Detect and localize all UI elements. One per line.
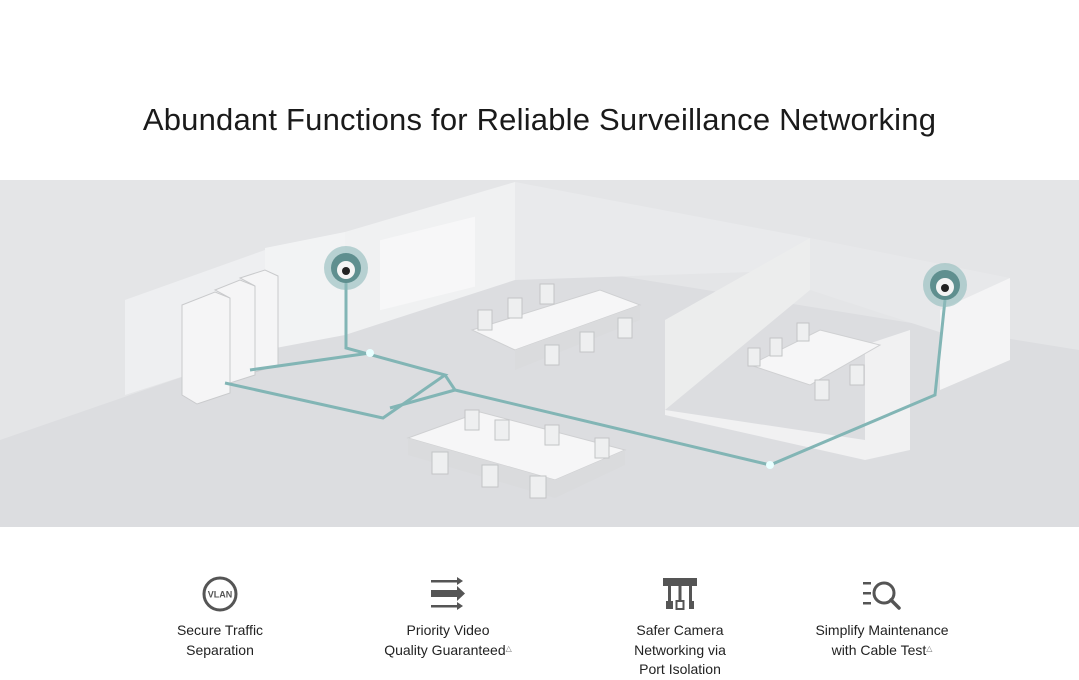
camera-left bbox=[324, 246, 368, 290]
network-lines bbox=[224, 280, 947, 467]
priority-arrows-icon bbox=[431, 577, 465, 610]
feature-priority-video: Priority Video Quality Guaranteed△ bbox=[348, 575, 548, 660]
feature-secure-traffic: VLAN Secure Traffic Separation bbox=[120, 575, 320, 660]
page-title: Abundant Functions for Reliable Surveill… bbox=[142, 102, 937, 137]
feature-cable-test: Simplify Maintenance with Cable Test△ bbox=[782, 575, 982, 660]
vlan-icon: VLAN bbox=[202, 576, 238, 612]
cable-test-search-icon bbox=[863, 581, 901, 610]
feature-port-isolation: Safer Camera Networking via Port Isolati… bbox=[580, 575, 780, 680]
port-isolation-icon bbox=[663, 578, 697, 610]
svg-text:VLAN: VLAN bbox=[208, 590, 233, 600]
camera-right bbox=[923, 263, 967, 307]
office-network-illustration bbox=[0, 180, 1079, 527]
